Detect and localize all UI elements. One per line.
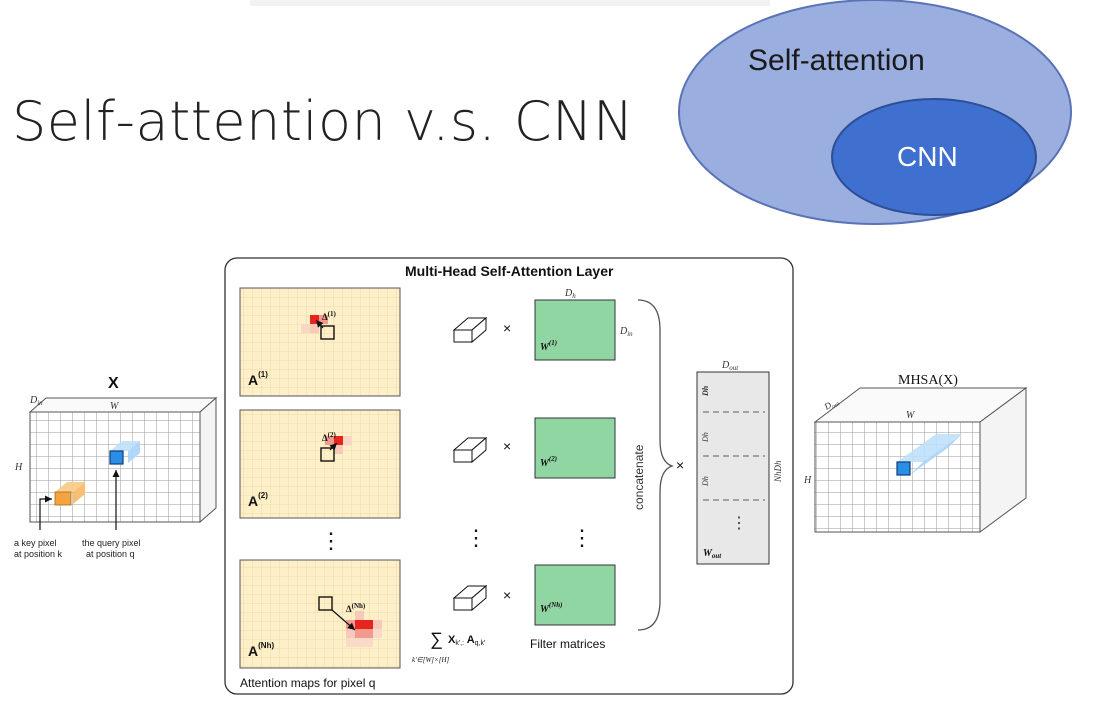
input-dim-depth: Din: [29, 395, 43, 407]
heads-ellipsis-weights: ⋮: [571, 525, 593, 550]
attention-map-1: Δ(1) A(1): [239, 287, 401, 397]
weight-matrix-1: W(1): [534, 299, 616, 361]
weight-matrix-nh: W(Nh): [534, 564, 616, 626]
svg-text:Dh: Dh: [701, 432, 710, 443]
query-vector-cube-1: [452, 316, 488, 344]
svg-text:A(2): A(2): [248, 491, 268, 509]
query-pixel: [109, 450, 124, 465]
output-projection-matrix: Dout Dh Dh Dh ⋮ Wout NhDh: [696, 360, 783, 565]
svg-text:∑: ∑: [430, 629, 443, 649]
weight-top-dim: Dh: [564, 288, 576, 300]
query-pixel-label-1: the query pixel: [82, 538, 141, 548]
attention-map-2: Δ(2) A(2): [239, 409, 401, 519]
heads-ellipsis-maps: ⋮: [320, 528, 342, 553]
weight-side-dim: Din: [619, 326, 633, 338]
svg-text:NhDh: NhDh: [773, 460, 783, 483]
query-vector-cube-2: [452, 436, 488, 464]
output-dim-height: H: [803, 475, 812, 486]
times-sign-concat: ×: [676, 457, 684, 473]
concatenate-brace: [637, 299, 675, 631]
input-tensor: X Din W H a key pixel at position k the …: [14, 375, 218, 559]
key-pixel: [54, 491, 72, 506]
key-pixel-label-2: at position k: [14, 549, 63, 559]
weighted-sum-expression: ∑ k′∈[W]×[H] Xk′,: Aq,k′: [412, 629, 486, 664]
svg-text:k′∈[W]×[H]: k′∈[W]×[H]: [412, 656, 450, 664]
times-sign-1: ×: [503, 320, 511, 336]
svg-text:Wout: Wout: [703, 548, 722, 560]
svg-text:Dh: Dh: [701, 385, 710, 397]
slide-title: Self-attention v.s. CNN: [12, 90, 634, 153]
weight-matrix-2: W(2): [534, 417, 616, 479]
output-tensor: MHSA(X) Dout W H: [803, 373, 1028, 533]
svg-text:Dout: Dout: [721, 360, 739, 372]
top-decoration-bar: [250, 0, 770, 6]
times-sign-2: ×: [503, 438, 511, 454]
output-tensor-title: MHSA(X): [898, 373, 958, 388]
heads-ellipsis-cubes: ⋮: [465, 525, 487, 550]
concatenate-label: concatenate: [632, 444, 646, 510]
input-dim-width: W: [110, 401, 120, 412]
times-sign-nh: ×: [503, 587, 511, 603]
svg-text:A(1): A(1): [248, 370, 268, 388]
attention-map-nh: Δ(Nh) A(Nh): [239, 559, 401, 669]
mhsa-layer-title: Multi-Head Self-Attention Layer: [405, 263, 614, 279]
mhsa-layer-box: [224, 257, 794, 695]
input-tensor-front-grid: [29, 411, 201, 523]
input-tensor-title: X: [108, 375, 119, 392]
output-dim-width: W: [906, 410, 916, 421]
svg-text:Dh: Dh: [701, 476, 710, 487]
output-dim-depth: Dout: [822, 396, 841, 414]
query-vector-cube-nh: [452, 584, 488, 612]
query-pixel-label-2: at position q: [86, 549, 135, 559]
filter-matrices-caption: Filter matrices: [530, 637, 605, 651]
svg-text:Xk′,: Aq,k′: Xk′,: Aq,k′: [448, 634, 486, 647]
svg-text:⋮: ⋮: [731, 515, 747, 532]
attention-maps-caption: Attention maps for pixel q: [240, 676, 375, 690]
output-pixel: [896, 461, 911, 476]
input-dim-height: H: [14, 462, 23, 473]
svg-text:A(Nh): A(Nh): [248, 641, 274, 659]
key-pixel-label-1: a key pixel: [14, 538, 57, 548]
